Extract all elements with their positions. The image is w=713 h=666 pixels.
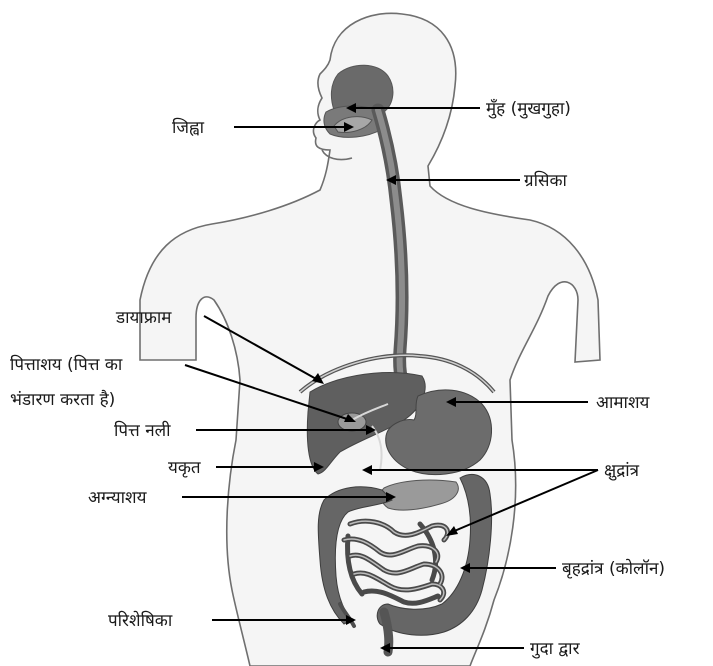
label-gallbladder-line1: पित्ताशय (पित्त का xyxy=(10,354,123,375)
label-tongue: जिह्वा xyxy=(172,117,205,138)
label-small-intestine: क्षुद्रांत्र xyxy=(604,461,640,481)
label-pancreas: अग्न्याशय xyxy=(88,488,148,508)
label-liver: यकृत xyxy=(168,458,201,478)
label-large-intestine: बृहद्रांत्र (कोलॉन) xyxy=(562,558,665,579)
label-diaphragm: डायाफ्राम xyxy=(115,308,172,328)
label-stomach: आमाशय xyxy=(596,393,651,413)
label-appendix: परिशेषिका xyxy=(108,610,173,631)
label-bile-duct: पित्त नली xyxy=(114,420,171,441)
label-gallbladder-line2: भंडारण करता है) xyxy=(10,389,115,410)
label-anus: गुदा द्वार xyxy=(530,639,581,659)
label-mouth: मुँह (मुखगुहा) xyxy=(486,98,571,119)
label-esophagus: ग्रसिका xyxy=(524,170,568,191)
